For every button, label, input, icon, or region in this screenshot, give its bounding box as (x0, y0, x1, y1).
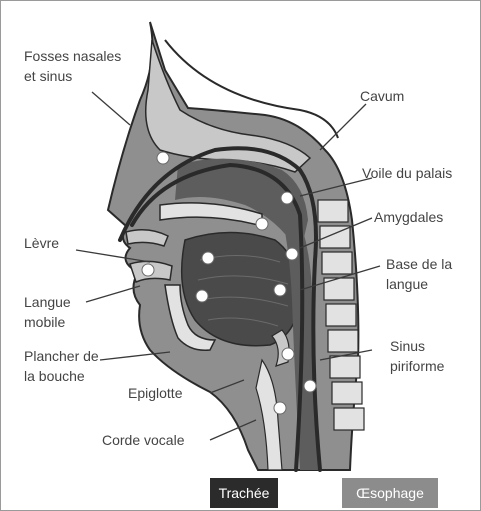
label-sinus-piriforme: Sinus piriforme (390, 336, 444, 376)
label-levre: Lèvre (24, 233, 59, 253)
label-plancher-de-la-bouche: Plancher de la bouche (24, 346, 99, 386)
nasal-cavity (146, 40, 310, 172)
label-corde-vocale: Corde vocale (102, 430, 185, 450)
label-amygdales: Amygdales (374, 207, 443, 227)
label-epiglotte: Epiglotte (128, 383, 182, 403)
label-cavum: Cavum (360, 86, 404, 106)
label-voile-du-palais: Voile du palais (362, 163, 452, 183)
label-fosses-nasales: Fosses nasales et sinus (24, 46, 121, 86)
tag-oesophage: Œsophage (342, 478, 438, 508)
tag-trachee: Trachée (210, 478, 278, 508)
label-langue-mobile: Langue mobile (24, 292, 71, 332)
label-base-de-la-langue: Base de la langue (386, 254, 452, 294)
